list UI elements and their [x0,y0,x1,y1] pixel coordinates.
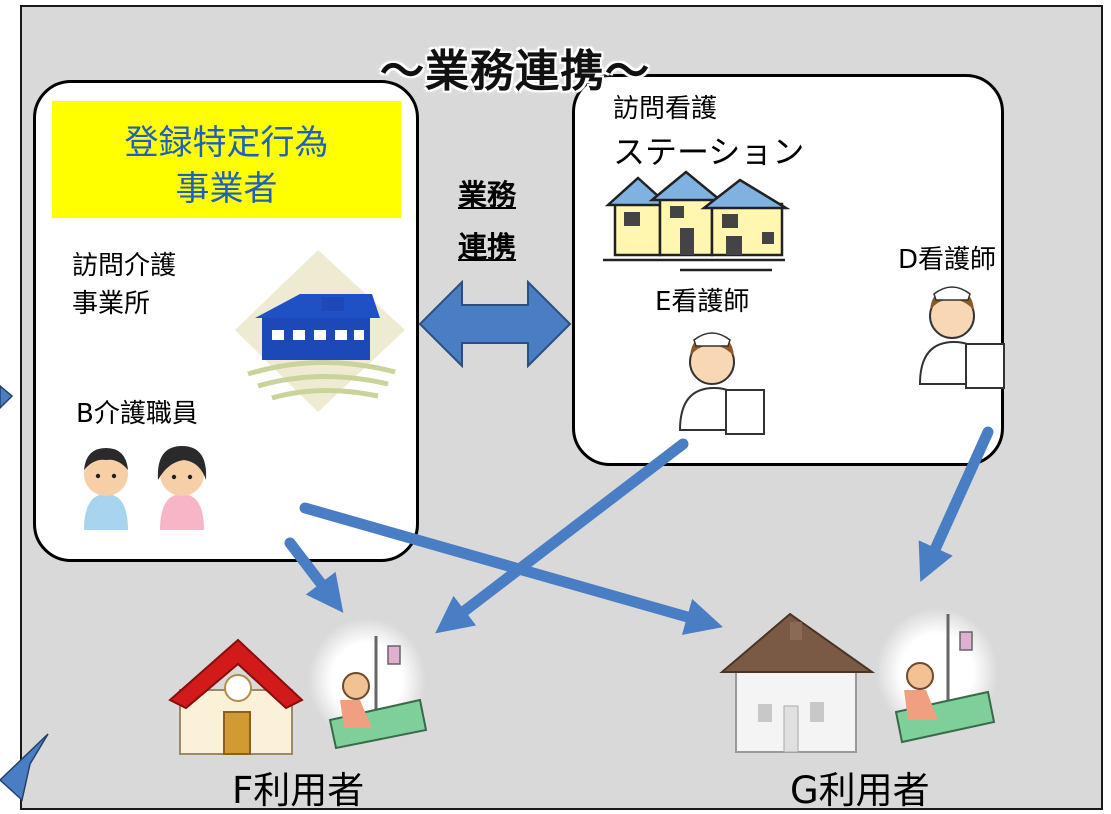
link-label-line2: 連携 [458,230,517,264]
office-label-line2: 事業所 [72,289,151,319]
edge-arrow-bottom [0,733,49,802]
provider-heading-line1: 登録特定行為 [124,123,329,163]
diagram-title: ～業務連携～ [380,46,650,97]
office-building-icon [235,250,405,412]
nursing-station-box [572,74,1004,466]
office-label-line1: 訪問介護 [72,251,177,281]
patient-in-bed-icon-g [876,608,998,744]
station-buildings-icon [603,170,791,272]
nurse-e-label: E看護師 [655,287,750,317]
house-icon-f [168,638,304,755]
arrow-e-to-f [435,438,689,634]
station-label-line1: 訪問看護 [613,94,718,124]
link-double-arrow [418,279,572,369]
house-icon-g [719,612,876,753]
arrow-d-to-g [918,426,994,583]
nurse-icon-e [678,332,765,435]
user-f-label: F利用者 [232,769,365,812]
caregiver-girl-icon [157,446,207,530]
provider-heading-line2: 事業者 [175,169,278,209]
station-label-line2: ステーション [613,133,805,171]
staff-label: B介護職員 [76,399,198,429]
link-label-line1: 業務 [458,178,517,212]
patient-in-bed-icon-f [308,618,428,750]
nurse-d-label: D看護師 [898,245,997,275]
caregiver-boy-icon [84,448,128,530]
arrow-provider-to-f [284,537,344,613]
nurse-icon-d [918,286,1005,389]
edge-arrow-top [0,385,14,410]
flow-arrows [284,426,994,635]
provider-heading: 登録特定行為 事業者 [52,101,401,218]
user-g-label: G利用者 [790,769,930,812]
arrow-provider-to-g [299,502,723,635]
